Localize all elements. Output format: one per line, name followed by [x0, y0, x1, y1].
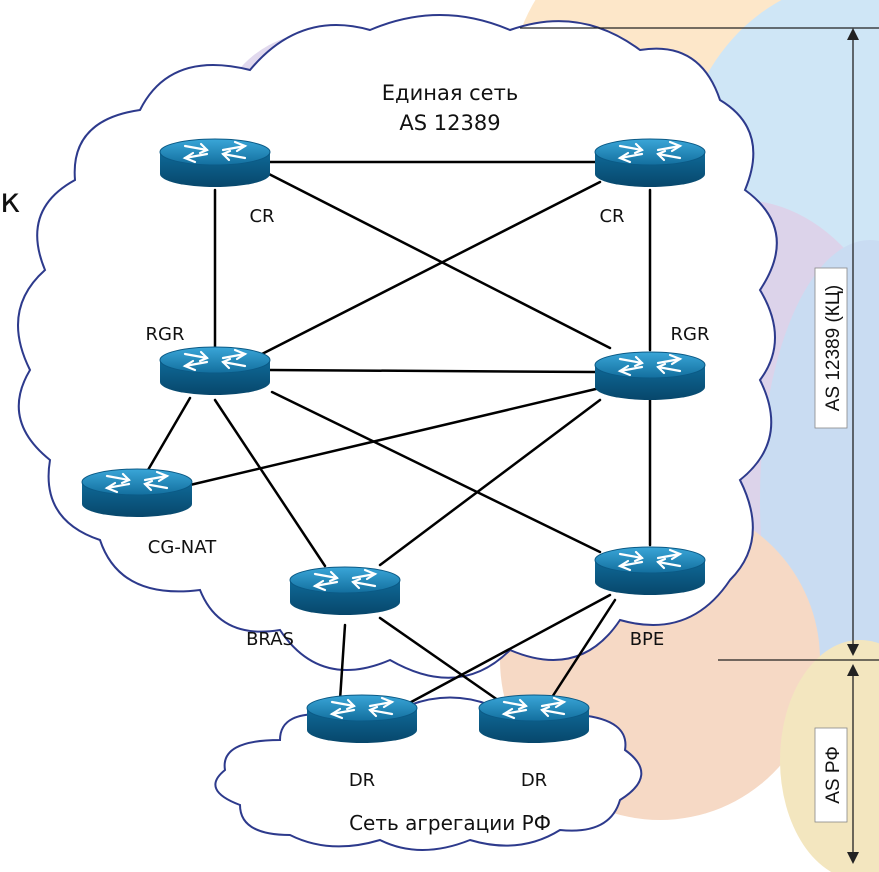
network-links — [146, 160, 652, 710]
router-cr-left-icon — [158, 137, 272, 189]
link-crr-rgrl — [258, 180, 602, 357]
link-bras-drr — [378, 616, 507, 707]
router-dr-left-icon — [305, 693, 419, 745]
router-rgr-right-icon — [593, 350, 707, 402]
label-cr-left: CR — [249, 206, 274, 227]
link-bpe-drl — [398, 593, 612, 710]
stray-glyph: к — [0, 181, 21, 221]
router-dr-right-icon — [477, 693, 591, 745]
label-rgr-left: RGR — [146, 324, 185, 345]
bracket-lower-label: AS РФ — [823, 746, 844, 804]
bracket-upper-label: AS 12389 (КЦ) — [823, 285, 844, 412]
link-crl-rgrr — [263, 170, 612, 350]
label-bpe: BPE — [630, 629, 665, 650]
aggregation-cloud-title: Сеть агрегации РФ — [349, 811, 551, 835]
router-cgnat-icon — [80, 467, 194, 519]
bracket-upper-label-bg — [814, 267, 848, 429]
label-cgnat: CG-NAT — [148, 537, 217, 558]
label-cr-right: CR — [599, 206, 624, 227]
label-dr-left: DR — [349, 770, 375, 791]
router-rgr-left-icon — [158, 345, 272, 397]
link-rgrl-bpe — [270, 390, 602, 554]
main-cloud-title-line1: Единая сеть — [382, 81, 518, 105]
router-bpe-icon — [593, 545, 707, 597]
link-bras-drl — [338, 623, 347, 702]
link-rgrr-cgnat — [188, 386, 602, 487]
bracket-lower-label-bg — [814, 727, 848, 823]
router-cr-right-icon — [593, 137, 707, 189]
router-bras-icon — [288, 565, 402, 617]
link-rgr-rgr — [268, 368, 597, 374]
link-rgrl-cgnat — [146, 396, 192, 472]
main-cloud-title-line2: AS 12389 — [399, 111, 500, 135]
as-brackets — [520, 27, 879, 864]
label-dr-right: DR — [521, 770, 547, 791]
label-rgr-right: RGR — [671, 324, 710, 345]
link-rgrl-bras — [213, 398, 327, 568]
link-bpe-drr — [543, 598, 617, 710]
link-rgrr-bras — [378, 398, 602, 567]
label-bras: BRAS — [246, 629, 294, 650]
